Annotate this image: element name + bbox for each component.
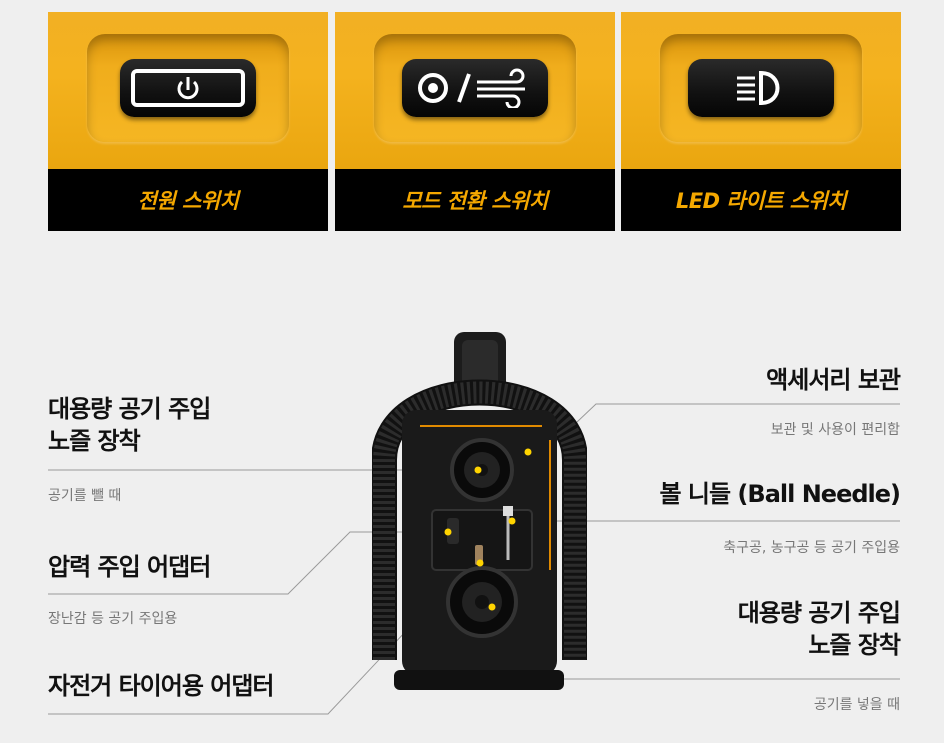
- led-switch-button: [688, 59, 834, 117]
- large-nozzle-in-title: 대용량 공기 주입 노즐 장착: [48, 393, 211, 457]
- accessory-storage-title: 액세서리 보관: [766, 366, 901, 394]
- panel-caption-text: 모드 전환 스위치: [402, 189, 548, 213]
- switch-photo: [48, 12, 328, 169]
- large-nozzle-out-title: 대용량 공기 주입 노즐 장착: [737, 597, 901, 661]
- ball-needle-desc: 축구공, 농구공 등 공기 주입용: [723, 540, 900, 556]
- panel-caption: 전원 스위치: [48, 169, 328, 231]
- pressure-adapter-desc: 장난감 등 공기 주입용: [48, 611, 178, 627]
- switch-photo: [621, 12, 901, 169]
- panel-caption-text: LED 라이트 스위치: [675, 189, 847, 213]
- mode-switch-panel: 모드 전환 스위치: [335, 12, 615, 231]
- power-switch-button: [120, 59, 256, 117]
- title-line: 대용량 공기 주입: [48, 395, 211, 423]
- large-nozzle-out-desc: 공기를 넣을 때: [813, 697, 900, 713]
- air-pump-device: [371, 330, 588, 700]
- headlight-icon: [737, 70, 780, 106]
- title-line: 대용량 공기 주입: [737, 599, 901, 627]
- panel-caption: LED 라이트 스위치: [621, 169, 901, 231]
- power-switch-panel: 전원 스위치: [48, 12, 328, 231]
- mode-switch-button: [402, 59, 548, 117]
- power-icon: [131, 69, 245, 107]
- panel-caption: 모드 전환 스위치: [335, 169, 615, 231]
- title-line: 노즐 장착: [48, 427, 141, 455]
- title-line: 노즐 장착: [808, 631, 901, 659]
- accessory-storage-desc: 보관 및 사용이 편리함: [770, 422, 900, 438]
- tire-wind-icon: [418, 68, 525, 108]
- ball-needle-title: 볼 니들 (Ball Needle): [659, 480, 901, 508]
- bike-adapter-title: 자전거 타이어용 어댑터: [48, 672, 275, 700]
- switch-photo: [335, 12, 615, 169]
- large-nozzle-in-desc: 공기를 뺄 때: [48, 488, 122, 504]
- pressure-adapter-title: 압력 주입 어댑터: [48, 553, 211, 581]
- led-switch-panel: LED 라이트 스위치: [621, 12, 901, 231]
- air-pump-illustration: [371, 332, 588, 690]
- panel-caption-text: 전원 스위치: [137, 189, 239, 213]
